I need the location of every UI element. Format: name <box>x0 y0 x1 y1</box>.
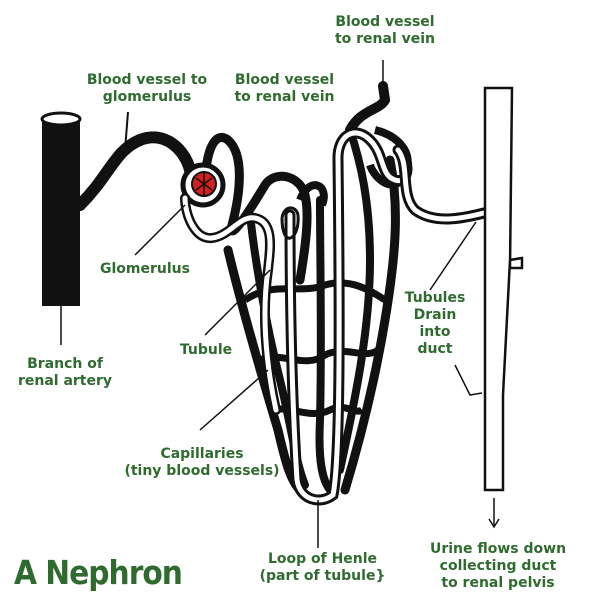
label-tubule: Tubule <box>166 342 246 359</box>
pointer-tubules-drain <box>430 222 476 290</box>
label-tubules-drain: Tubules Drain into duct <box>391 290 479 358</box>
collecting-duct <box>485 88 522 490</box>
renal-artery-opening <box>42 113 80 125</box>
label-branch-renal-artery: Branch of renal artery <box>6 356 124 390</box>
renal-artery-branch <box>42 118 80 306</box>
diagram-title: A Nephron <box>14 553 182 592</box>
pointer-capillaries <box>200 370 268 430</box>
label-vessel-to-vein-top: Blood vessel to renal vein <box>310 14 460 48</box>
label-loop-of-henle: Loop of Henle (part of tubule} <box>245 551 400 585</box>
label-capillaries: Capillaries (tiny blood vessels) <box>118 446 286 480</box>
efferent-to-vein <box>350 86 385 130</box>
pointer-glomerulus <box>135 205 185 255</box>
label-urine-flows: Urine flows down collecting duct to rena… <box>410 541 586 592</box>
label-vessel-to-vein: Blood vessel to renal vein <box>222 72 347 106</box>
label-glomerulus: Glomerulus <box>85 261 205 278</box>
afferent-vessel <box>80 137 190 205</box>
pointer-duct-arrow <box>455 365 482 395</box>
label-vessel-to-glomerulus: Blood vessel to glomerulus <box>72 72 222 106</box>
capillary-mid <box>319 200 330 490</box>
